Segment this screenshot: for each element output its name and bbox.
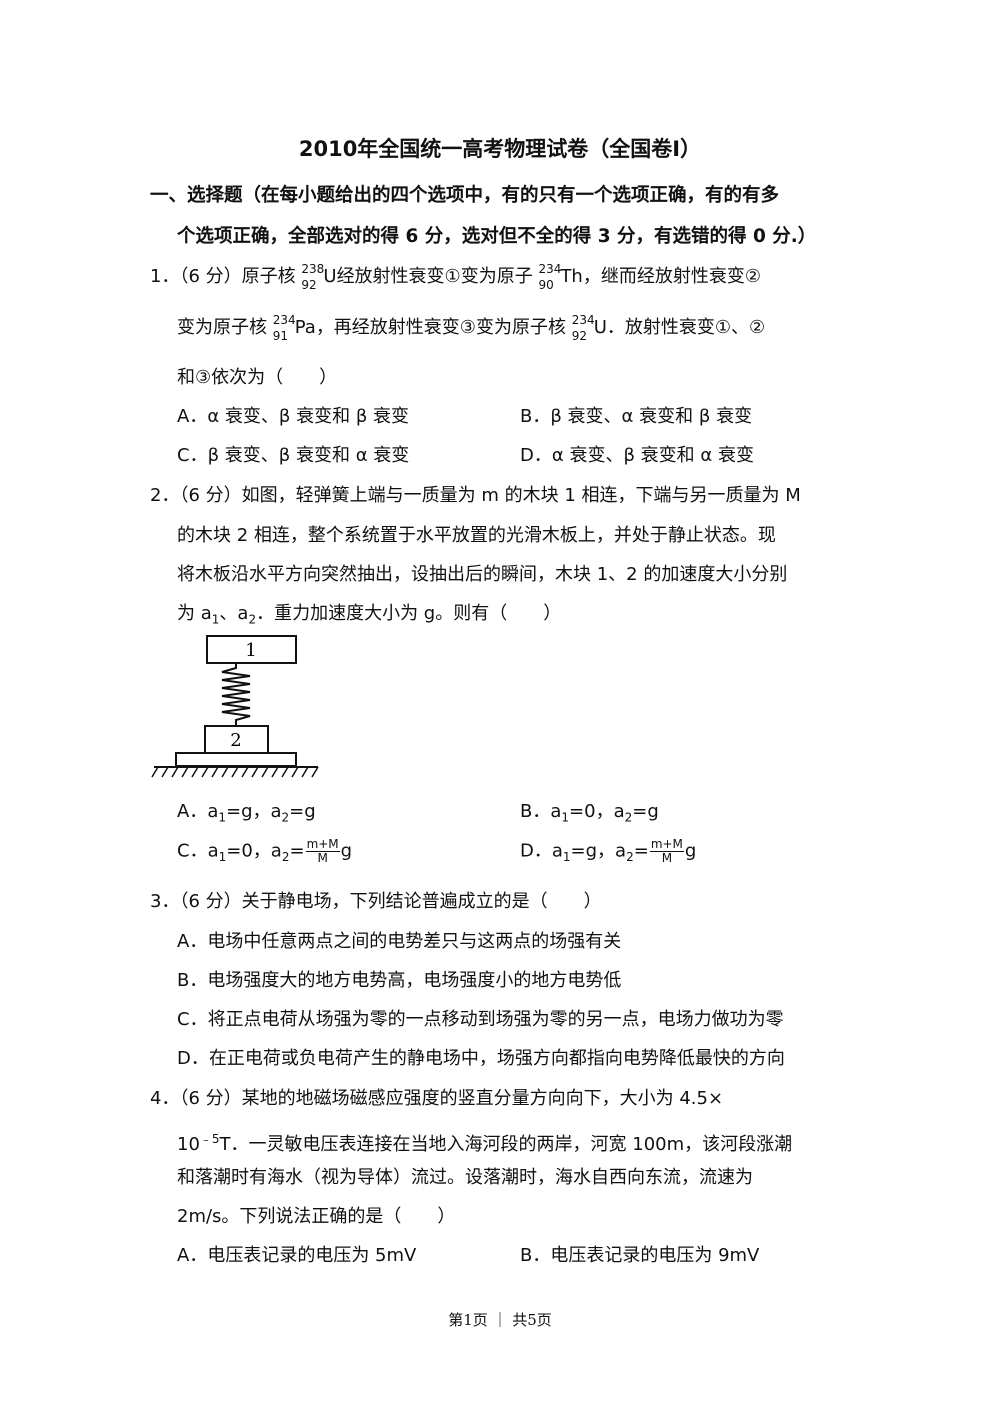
block-1-label: 1 — [245, 640, 256, 661]
question-4-line4: 2m/s。下列说法正确的是（ ） — [177, 1206, 456, 1227]
question-1-number: 1． — [150, 266, 180, 287]
question-2-option-b: B．a1=0，a2=g — [520, 801, 659, 825]
question-2-line2: 的木块 2 相连，整个系统置于水平放置的光滑木板上，并处于静止状态。现 — [177, 525, 776, 546]
question-3-option-c: C．将正点电荷从场强为零的一点移动到场强为零的另一点，电场力做功为零 — [177, 1009, 784, 1030]
question-3-number: 3． — [150, 891, 180, 912]
board — [175, 752, 297, 767]
spring-block-figure: 1 2 — [151, 635, 319, 778]
question-4-line1: 4．（6 分）某地的地磁场磁感应强度的竖直分量方向向下，大小为 4.5× — [150, 1088, 724, 1109]
spring — [221, 663, 251, 726]
question-1-line3: 和③依次为（ ） — [177, 367, 338, 388]
block-1 — [206, 635, 297, 664]
question-2-option-a: A．a1=g，a2=g — [177, 801, 316, 825]
question-4-option-b: B．电压表记录的电压为 9mV — [520, 1245, 760, 1266]
question-3-stem: 3．（6 分）关于静电场，下列结论普遍成立的是（ ） — [150, 891, 602, 912]
question-3-option-a: A．电场中任意两点之间的电势差只与这两点的场强有关 — [177, 931, 622, 952]
question-1-option-b: B．β 衰变、α 衰变和 β 衰变 — [520, 406, 753, 427]
question-2-number: 2． — [150, 485, 180, 506]
question-2-line1: 2．（6 分）如图，轻弹簧上端与一质量为 m 的木块 1 相连，下端与另一质量为… — [150, 485, 801, 506]
page-footer: 第1页 ｜ 共5页 — [448, 1311, 552, 1329]
question-1-option-d: D．α 衰变、β 衰变和 α 衰变 — [520, 445, 754, 466]
question-1-option-a: A．α 衰变、β 衰变和 β 衰变 — [177, 406, 410, 427]
question-2-line4: 为 a1、a2．重力加速度大小为 g。则有（ ） — [177, 603, 562, 627]
question-4-line3: 和落潮时有海水（视为导体）流过。设落潮时，海水自西向东流，流速为 — [177, 1167, 753, 1188]
question-4-line2: 10﹣5T．一灵敏电压表连接在当地入海河段的两岸，河宽 100m，该河段涨潮 — [177, 1132, 793, 1155]
question-1-option-c: C．β 衰变、β 衰变和 α 衰变 — [177, 445, 410, 466]
question-3-option-d: D．在正电荷或负电荷产生的静电场中，场强方向都指向电势降低最快的方向 — [177, 1048, 785, 1069]
question-4-number: 4． — [150, 1088, 180, 1109]
question-4-option-a: A．电压表记录的电压为 5mV — [177, 1245, 417, 1266]
block-2-label: 2 — [230, 730, 241, 751]
ground-hatching — [151, 766, 319, 778]
section-heading-line1: 一、选择题（在每小题给出的四个选项中，有的只有一个选项正确，有的有多 — [150, 185, 780, 206]
page-title: 2010年全国统一高考物理试卷（全国卷Ⅰ） — [298, 137, 702, 161]
section-heading-line2: 个选项正确，全部选对的得 6 分，选对但不全的得 3 分，有选错的得 0 分.） — [177, 226, 817, 247]
question-3-option-b: B．电场强度大的地方电势高，电场强度小的地方电势低 — [177, 970, 622, 991]
question-2-line3: 将木板沿水平方向突然抽出，设抽出后的瞬间，木块 1、2 的加速度大小分别 — [177, 564, 788, 585]
